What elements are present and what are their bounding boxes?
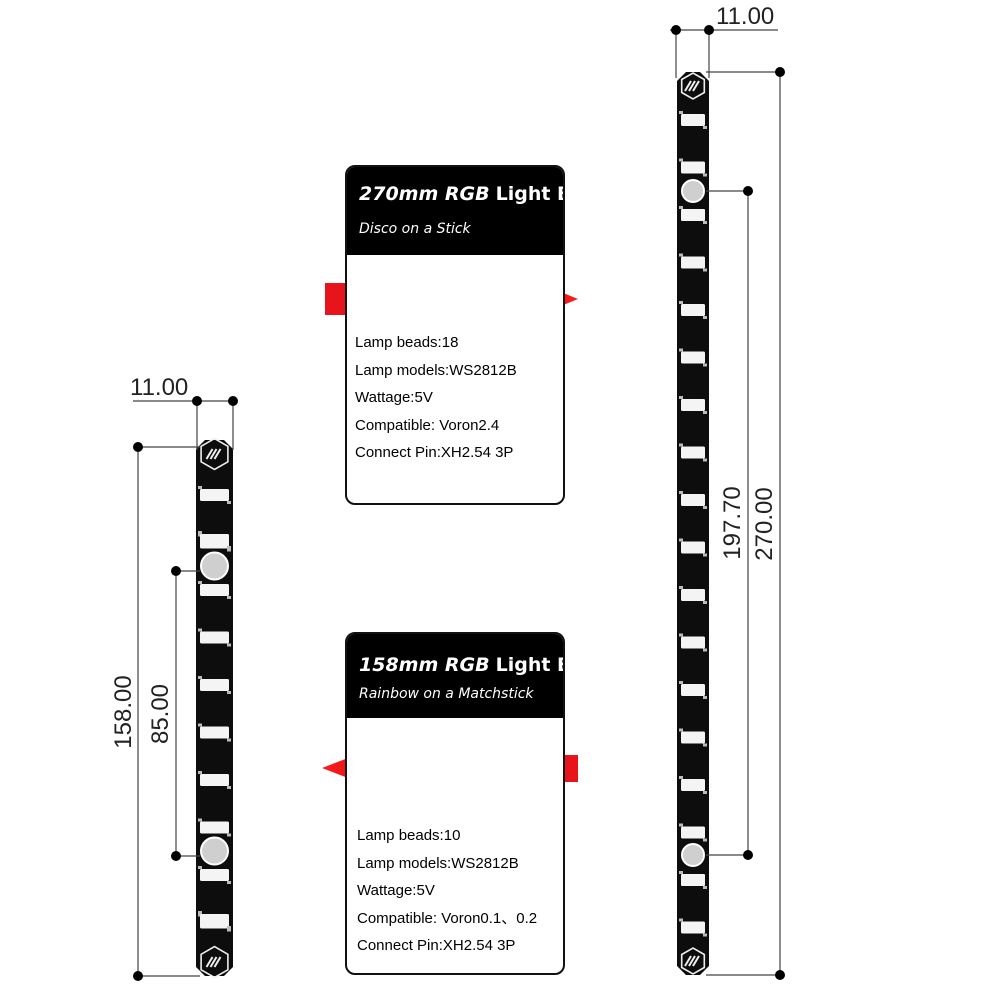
- led-bead: [198, 723, 231, 742]
- dimension-points-long-bar: [671, 25, 785, 980]
- dim-short-width: 11.00: [130, 374, 188, 401]
- led-bead: [679, 633, 707, 652]
- long-light-bar: [677, 72, 709, 975]
- card-subtitle: Disco on a Stick: [359, 221, 471, 237]
- led-bead: [679, 823, 707, 842]
- spec-wattage: Wattage:5V: [355, 389, 433, 406]
- led-bead: [679, 538, 707, 557]
- spec-lamp-beads: Lamp beads:18: [355, 334, 459, 351]
- led-bead: [679, 443, 707, 462]
- led-bead: [198, 771, 231, 789]
- dimension-lines-long-bar: [670, 29, 781, 976]
- led-bead: [679, 728, 707, 747]
- card-subtitle: Rainbow on a Matchstick: [359, 686, 534, 702]
- logo-icon: [200, 945, 229, 979]
- spec-lamp-model: Lamp models:WS2812B: [355, 361, 517, 379]
- led-bead: [198, 818, 231, 837]
- spec-wattage: Wattage:5V: [357, 882, 435, 899]
- mount-hole: [200, 551, 229, 581]
- led-bead: [198, 581, 231, 599]
- dim-long-mount-spacing: 197.70: [719, 486, 746, 559]
- led-bead: [679, 206, 707, 224]
- led-bead: [198, 531, 231, 549]
- pcb-board: [677, 72, 709, 975]
- dimension-lines-short-bar: [133, 400, 235, 977]
- led-bead: [679, 871, 707, 889]
- logo-icon: [680, 72, 706, 100]
- spec-lamp-beads: Lamp beads:10: [357, 827, 461, 844]
- card-model: 158mm RGB: [359, 654, 490, 676]
- spec-connect-pin: Connect Pin:XH2.54 3P: [357, 937, 516, 954]
- led-bead: [679, 681, 707, 699]
- spec-connect-pin: Connect Pin:XH2.54 3P: [355, 444, 514, 461]
- dim-long-total-length: 270.00: [751, 487, 778, 560]
- led-bead: [679, 776, 707, 794]
- led-bead: [679, 158, 707, 177]
- led-bead: [198, 486, 231, 504]
- led-bead: [679, 918, 707, 937]
- card-name: Light Bar: [495, 654, 563, 676]
- spec-lamp-model: Lamp models:WS2812B: [357, 854, 519, 872]
- led-bead: [679, 253, 707, 272]
- dim-long-width: 11.00: [716, 3, 774, 30]
- led-bead: [679, 586, 707, 604]
- card-name: Light Bar: [495, 183, 563, 205]
- pcb-board: [196, 440, 233, 976]
- led-bead: [679, 491, 707, 509]
- led-bead: [198, 911, 231, 929]
- logo-icon: [680, 947, 706, 975]
- led-bead: [679, 396, 707, 414]
- short-light-bar: [196, 437, 233, 979]
- dim-short-mount-spacing: 85.00: [147, 684, 174, 744]
- mount-hole: [681, 843, 705, 867]
- spec-list: Lamp beads:10 Lamp models:WS2812B Wattag…: [357, 822, 537, 960]
- spec-list: Lamp beads:18 Lamp models:WS2812B Wattag…: [355, 329, 517, 467]
- dimension-points-short-bar: [133, 396, 238, 981]
- led-bead: [679, 348, 707, 367]
- led-bead: [679, 301, 707, 319]
- card-model: 270mm RGB: [359, 183, 490, 205]
- led-bead: [679, 111, 707, 129]
- logo-icon: [200, 437, 229, 471]
- spec-compatible: Compatible: Voron2.4: [355, 416, 500, 434]
- dim-short-total-length: 158.00: [110, 675, 137, 748]
- led-bead: [198, 628, 231, 647]
- mount-hole: [681, 179, 705, 203]
- mount-hole: [200, 836, 229, 866]
- spec-compatible: Compatible: Voron0.1、0.2: [357, 909, 538, 927]
- led-bead: [198, 676, 231, 694]
- led-bead: [198, 866, 231, 884]
